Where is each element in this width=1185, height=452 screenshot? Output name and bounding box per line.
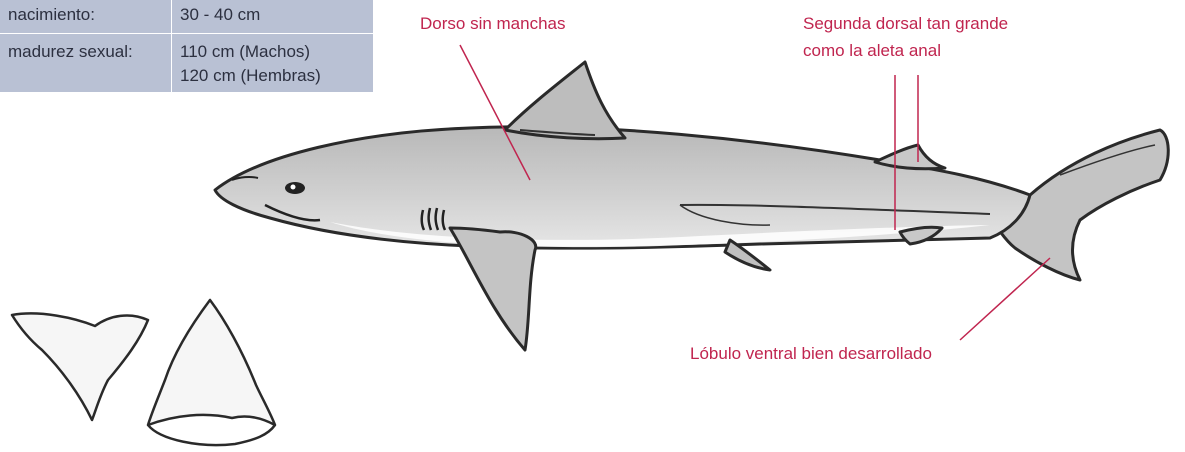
- second-dorsal-fin: [875, 145, 945, 169]
- annotation-lobulo-ventral: Lóbulo ventral bien desarrollado: [690, 342, 932, 366]
- annotation-segunda-dorsal-line1: Segunda dorsal tan grande: [803, 12, 1008, 36]
- first-dorsal-fin: [505, 62, 625, 139]
- shark-teeth-drawing: [12, 300, 275, 445]
- annotation-dorso: Dorso sin manchas: [420, 12, 566, 36]
- anal-fin: [900, 227, 942, 244]
- annotation-segunda-dorsal-line2: como la aleta anal: [803, 39, 941, 63]
- pectoral-fin: [450, 228, 536, 350]
